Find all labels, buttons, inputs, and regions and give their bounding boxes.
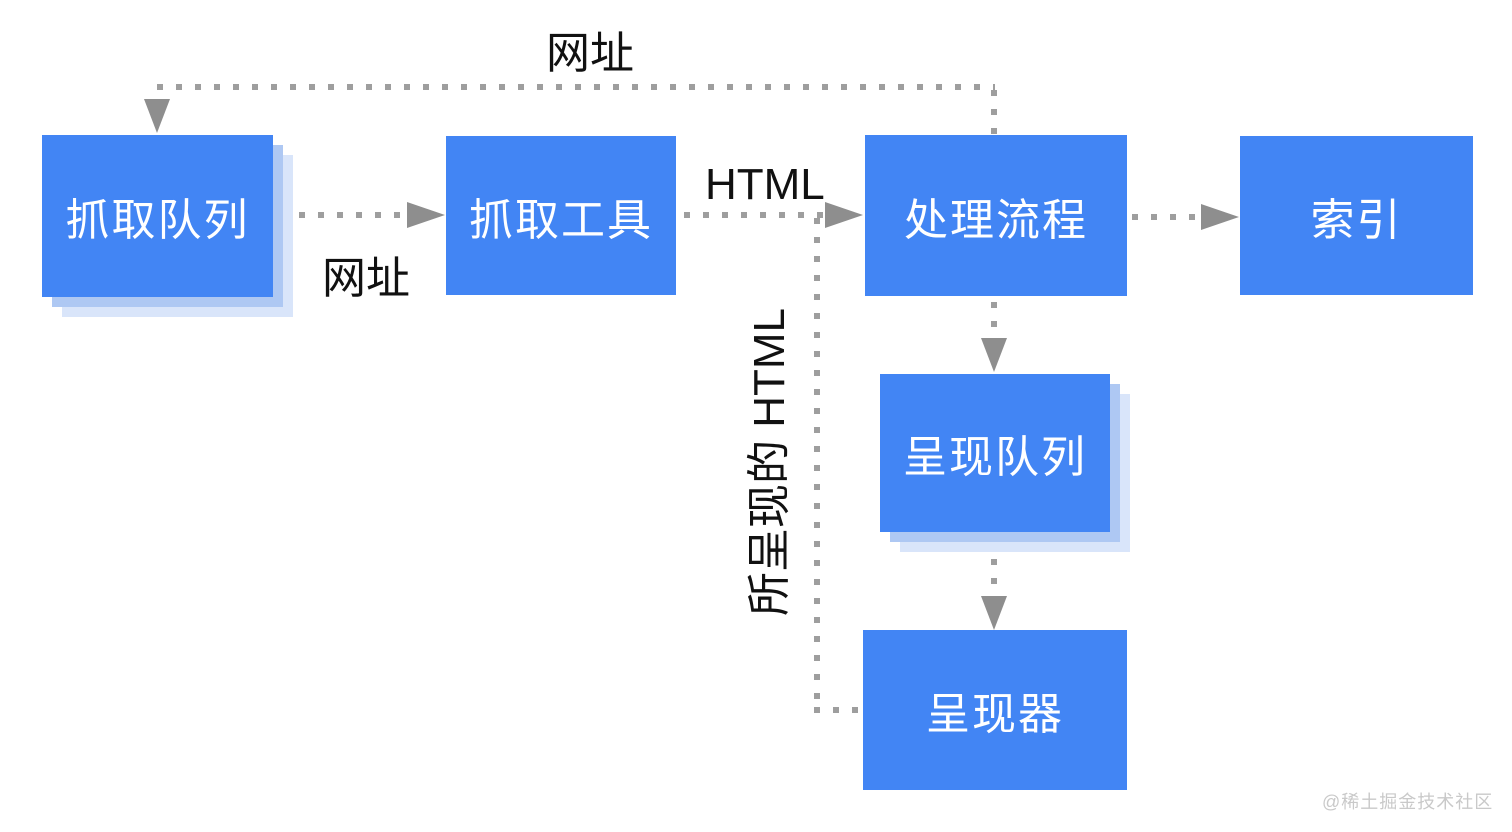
edge-queue-to-crawler-line [280, 212, 408, 218]
edge-feedback-drop-line [991, 90, 997, 135]
node-render-queue: 呈现队列 [880, 374, 1110, 532]
edge-feedback-top-line [157, 84, 995, 90]
arrowhead-into-processing-icon [825, 202, 863, 228]
arrowhead-into-crawler-icon [407, 202, 445, 228]
arrowhead-into-renderer-icon [981, 596, 1007, 630]
edge-label-html: HTML [705, 160, 825, 209]
edge-label-feedback-url: 网址 [546, 29, 634, 78]
edge-label-rendered-html: 所呈现的 HTML [745, 308, 794, 616]
edge-label-url: 网址 [322, 254, 410, 303]
arrowhead-into-crawl-queue-icon [144, 99, 170, 133]
edge-processing-to-index-line [1132, 214, 1202, 220]
node-index: 索引 [1240, 136, 1473, 295]
edge-rendered-html-horizontal-line [814, 707, 864, 713]
edge-processing-to-renderqueue-line [991, 302, 997, 338]
edge-renderqueue-to-renderer-line [991, 540, 997, 594]
node-renderer: 呈现器 [863, 630, 1127, 790]
arrowhead-into-index-icon [1201, 204, 1239, 230]
edge-crawler-to-processing-line [684, 212, 826, 218]
node-crawl-queue: 抓取队列 [42, 135, 273, 297]
node-processing: 处理流程 [865, 135, 1127, 296]
node-crawler: 抓取工具 [446, 136, 676, 295]
arrowhead-into-render-queue-icon [981, 338, 1007, 372]
watermark-text: @稀土掘金技术社区 [1322, 792, 1494, 812]
edge-rendered-html-vertical-line [814, 218, 820, 710]
